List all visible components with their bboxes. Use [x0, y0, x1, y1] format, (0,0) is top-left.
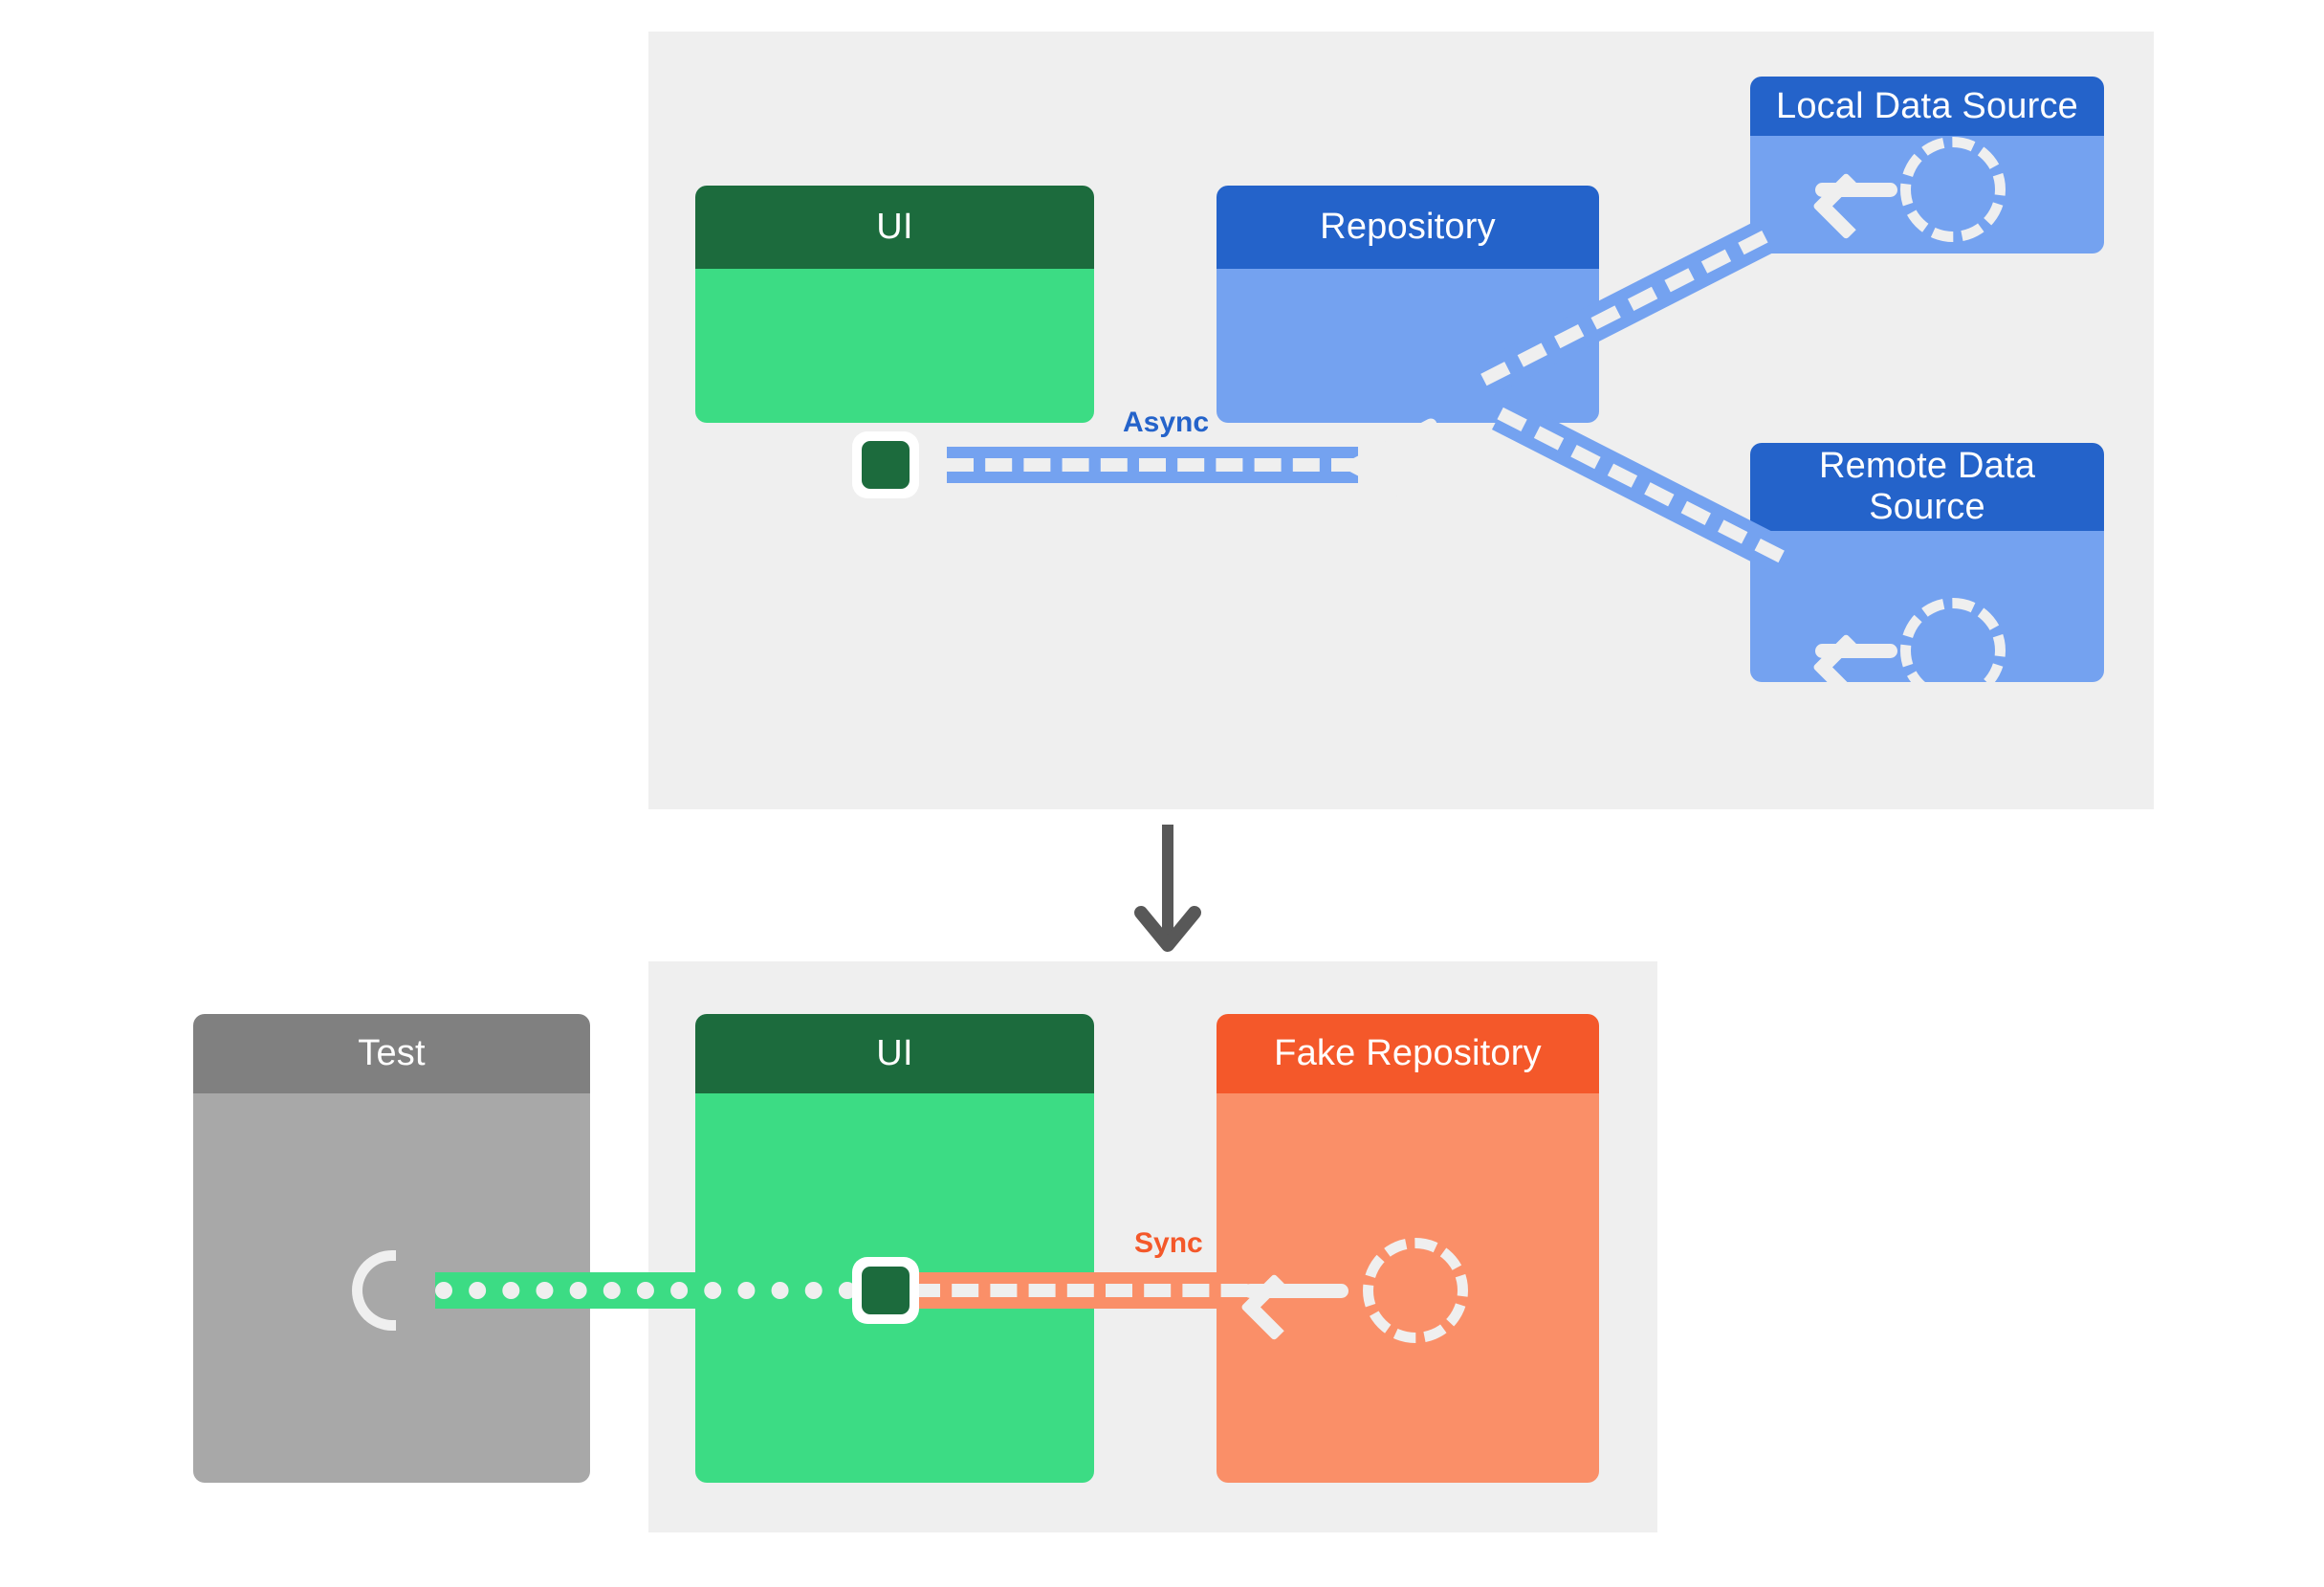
flow-arrow-down-icon	[1133, 821, 1202, 957]
connector-ui-to-repository	[947, 447, 1358, 483]
edge-label-async: Async	[1117, 407, 1216, 439]
card-body-ui	[695, 269, 1094, 423]
merge-triangle-left-icon	[1339, 415, 1438, 517]
card-title-fake-repository: Fake Repository	[1217, 1014, 1599, 1093]
dashed-ring-icon	[1900, 598, 2006, 703]
edge-label-sync: Sync	[1129, 1227, 1209, 1260]
card-ui-test[interactable]: UI	[695, 1014, 1094, 1483]
card-title-test: Test	[193, 1014, 590, 1093]
card-title-ui: UI	[695, 1014, 1094, 1093]
card-repository[interactable]: Repository	[1217, 186, 1599, 423]
component-port-square-icon	[852, 431, 919, 498]
socket-half-disc-icon	[352, 1250, 396, 1331]
connector-dashes	[435, 1282, 856, 1299]
card-title-repository: Repository	[1217, 186, 1599, 269]
dashed-ring-icon	[1900, 137, 2006, 242]
connector-test-to-ui	[435, 1272, 856, 1309]
card-ui-production[interactable]: UI	[695, 186, 1094, 423]
connector-dashes	[913, 1284, 1325, 1297]
card-title-remote-data-source: Remote Data Source	[1750, 443, 2104, 531]
connector-dashes	[947, 458, 1358, 472]
dashed-ring-icon	[1363, 1238, 1468, 1343]
connector-ui-to-fake-repository	[913, 1272, 1325, 1309]
card-title-ui: UI	[695, 186, 1094, 269]
card-test[interactable]: Test	[193, 1014, 590, 1483]
card-title-local-data-source: Local Data Source	[1750, 77, 2104, 136]
component-port-square-icon	[852, 1257, 919, 1324]
